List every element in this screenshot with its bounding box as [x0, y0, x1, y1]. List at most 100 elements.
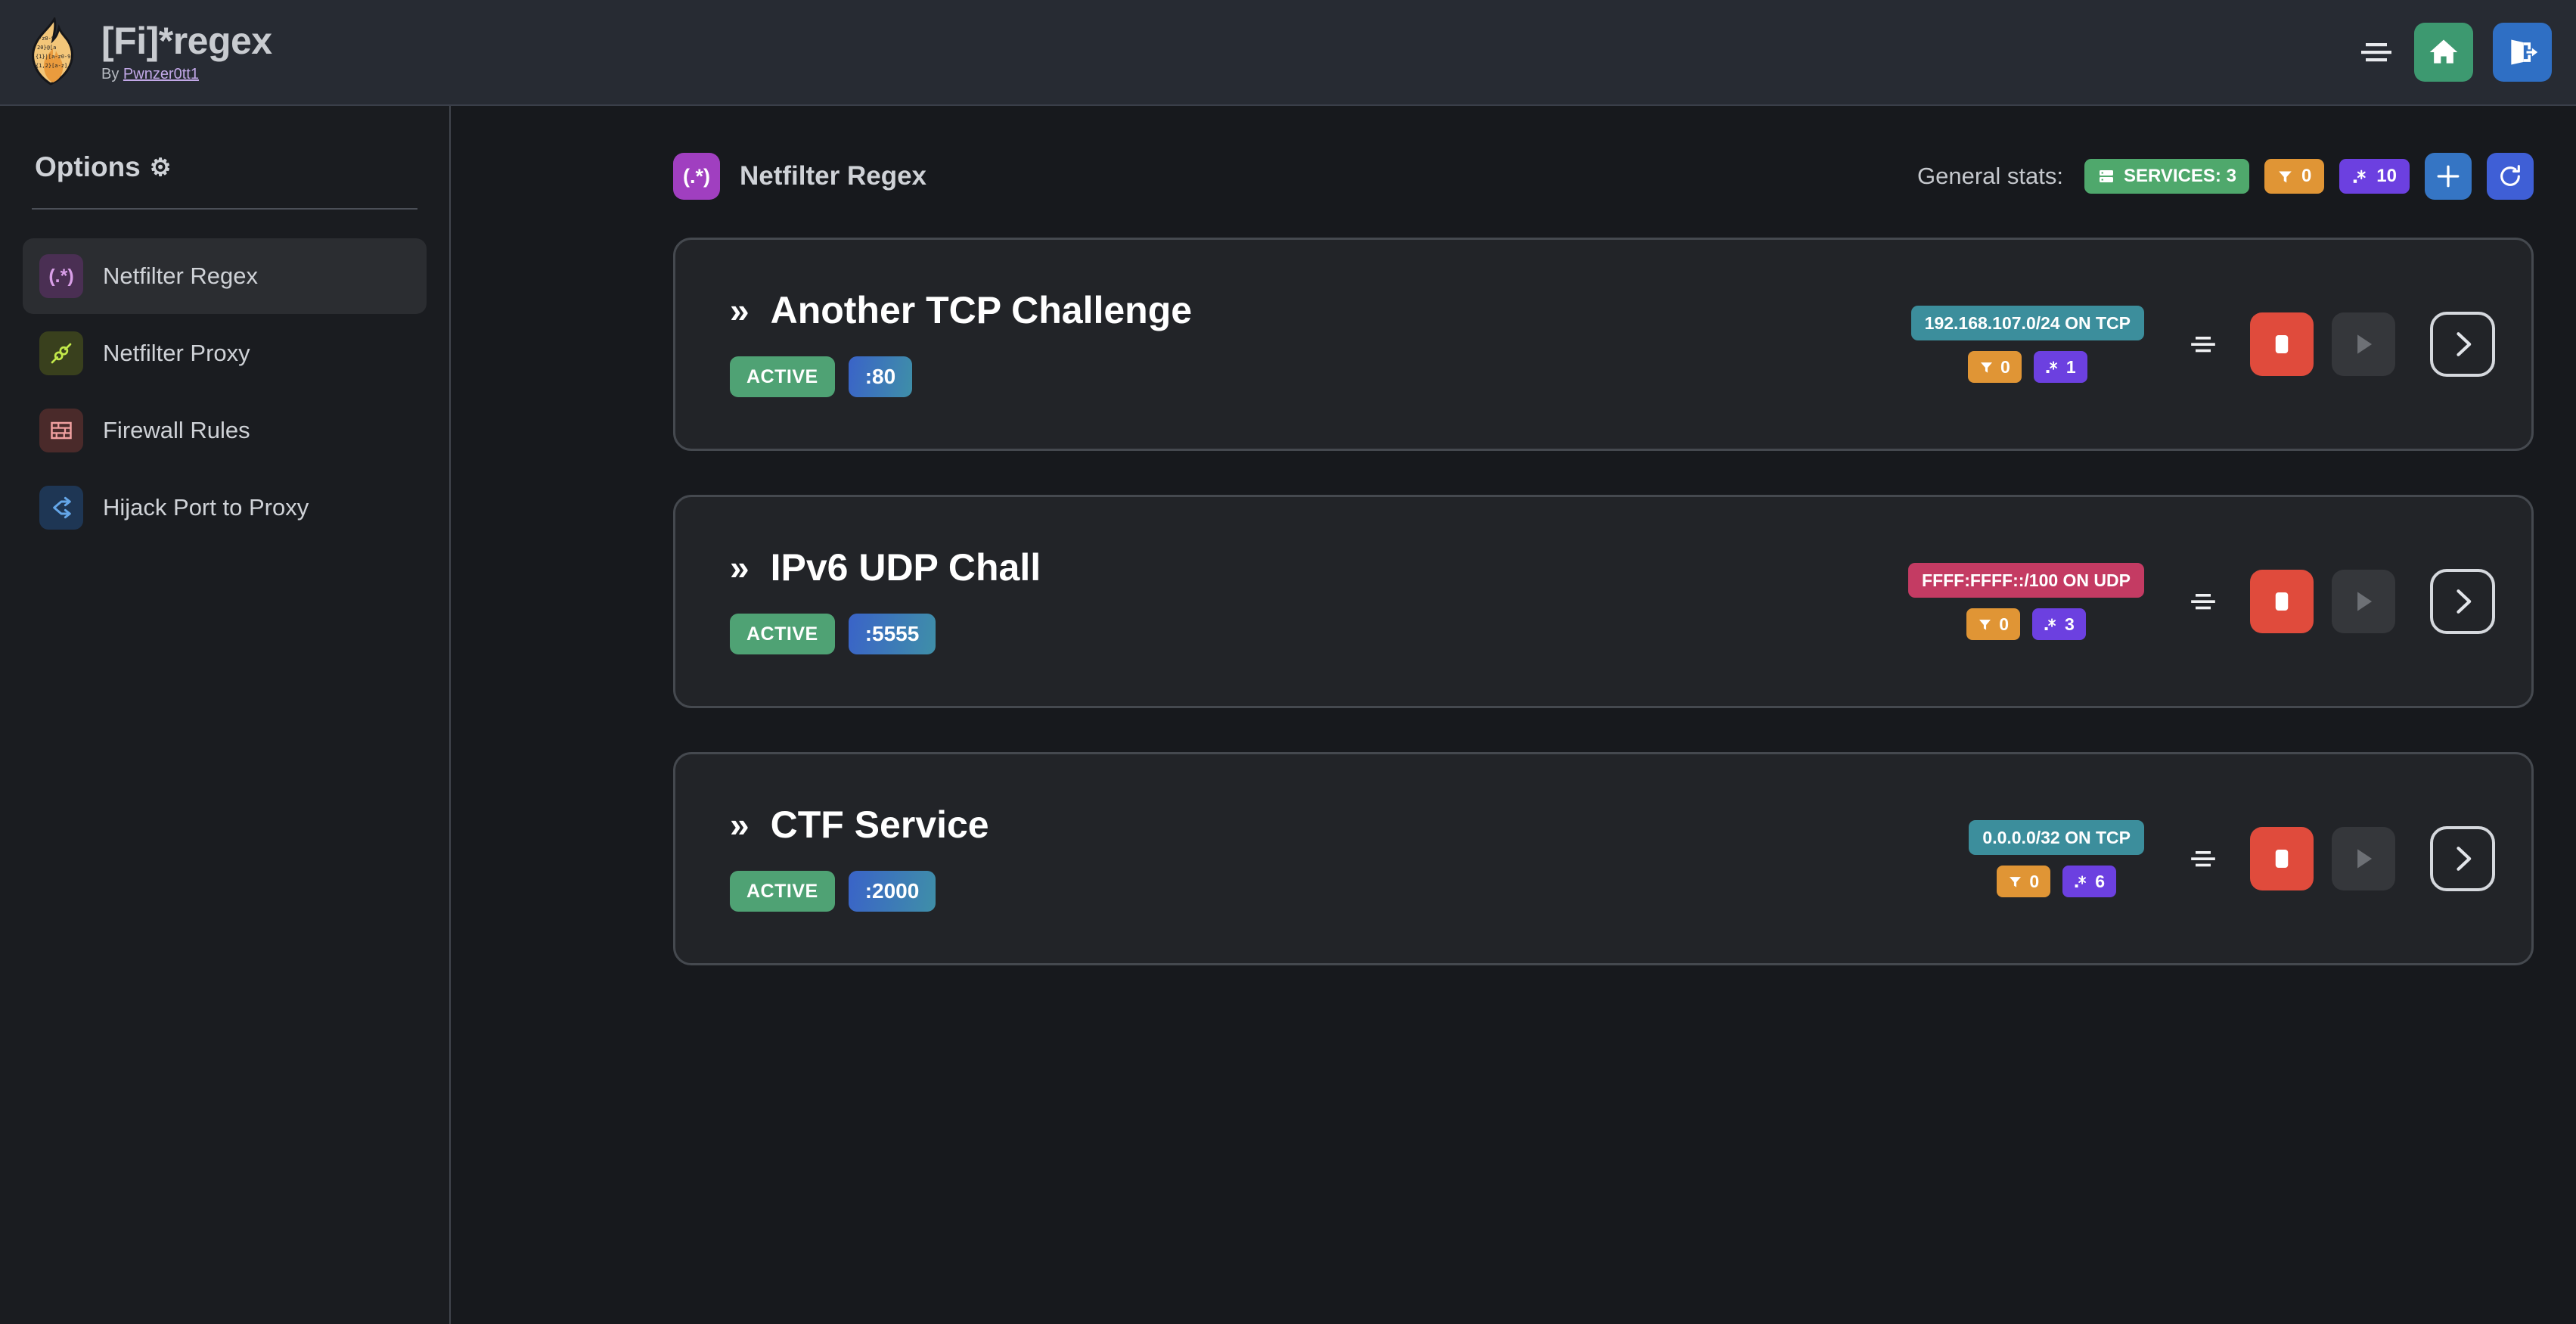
fork-route-glyph	[53, 496, 71, 519]
logout-button[interactable]	[2493, 23, 2552, 82]
play-icon	[2357, 592, 2373, 611]
network-badge: 192.168.107.0/24 ON TCP	[1910, 306, 2144, 340]
status-badge-regex: 1	[2033, 351, 2087, 383]
service-card[interactable]: » IPv6 UDP Chall ACTIVE :5555 FFFF:FFFF:…	[673, 495, 2534, 708]
status-badge: ACTIVE	[730, 871, 835, 912]
main-content: (.*) Netfilter Regex General stats: SERV…	[452, 106, 2576, 1324]
status-badge-regex: 3	[2032, 608, 2086, 640]
service-name: Another TCP Challenge	[770, 289, 1193, 331]
sidebar-item-label: Netfilter Proxy	[103, 340, 250, 366]
service-name: CTF Service	[770, 803, 989, 846]
service-card[interactable]: » CTF Service ACTIVE :2000 0.0.0.0/32 ON…	[673, 752, 2534, 965]
gear-icon: ⚙	[149, 154, 172, 181]
regex-icon-glyph: (.*)	[48, 265, 74, 287]
regex-dot-star-icon	[2046, 360, 2057, 373]
service-info: » CTF Service ACTIVE :2000	[730, 806, 989, 912]
plus-icon	[2437, 165, 2460, 188]
chevron-right-icon	[2457, 332, 2472, 356]
double-chevron-right-icon: »	[730, 291, 750, 330]
proxy-plug-icon	[39, 331, 83, 375]
open-service-button[interactable]	[2430, 569, 2495, 634]
stop-icon	[2275, 850, 2289, 868]
filter-count-label: 0	[2029, 871, 2040, 891]
funnel-icon	[1981, 362, 1993, 373]
refresh-button[interactable]	[2487, 153, 2534, 200]
align-center-glyph	[2191, 337, 2215, 353]
service-tags: ACTIVE :2000	[730, 871, 989, 912]
status-badge-regex: 10	[2339, 159, 2410, 194]
stop-icon	[2275, 335, 2289, 353]
network-badge: 0.0.0.0/32 ON TCP	[1969, 820, 2144, 855]
service-network-info: 192.168.107.0/24 ON TCP 0	[1910, 306, 2144, 383]
stop-button[interactable]	[2250, 312, 2314, 376]
service-name: IPv6 UDP Chall	[770, 546, 1041, 589]
general-stats-label: General stats:	[1917, 163, 2063, 189]
sidebar-item-netfilter-proxy[interactable]: Netfilter Proxy	[23, 315, 427, 391]
svg-text:-z0-9: -z0-9	[39, 36, 54, 42]
sidebar-heading: Options ⚙	[35, 151, 427, 183]
status-badge-filter: 0	[1997, 866, 2051, 897]
flame-regex-logo: -z0-920}@[a {1}|[a-z0-9]{1,2}[a-z]	[32, 17, 74, 85]
sidebar-item-firewall-rules[interactable]: Firewall Rules	[23, 393, 427, 468]
author-link[interactable]: Pwnzer0tt1	[123, 65, 199, 82]
proxy-plug-glyph	[51, 343, 72, 364]
play-icon	[2357, 334, 2373, 354]
by-prefix: By	[101, 65, 123, 82]
service-tags: ACTIVE :80	[730, 356, 1192, 397]
service-network-info: 0.0.0.0/32 ON TCP 0	[1969, 820, 2144, 897]
status-badge-filter: 0	[1968, 351, 2022, 383]
top-bar-actions	[2358, 23, 2552, 82]
play-icon	[2357, 849, 2373, 869]
network-sub-badges: 0 1	[1968, 351, 2087, 383]
stop-button[interactable]	[2250, 827, 2314, 890]
service-title: » IPv6 UDP Chall	[730, 549, 1041, 586]
status-badge: ACTIVE	[730, 614, 835, 654]
hamburger-menu-icon[interactable]	[2358, 34, 2394, 70]
home-icon	[2429, 39, 2458, 64]
service-card[interactable]: » Another TCP Challenge ACTIVE :80 192.1…	[673, 238, 2534, 451]
double-chevron-right-icon: »	[730, 548, 750, 587]
align-center-glyph	[2191, 594, 2215, 610]
play-button[interactable]	[2332, 570, 2395, 633]
network-sub-badges: 0 3	[1966, 608, 2086, 640]
sidebar-item-netfilter-regex[interactable]: (.*) Netfilter Regex	[23, 238, 427, 314]
regex-count-label: 3	[2065, 614, 2075, 634]
align-center-icon[interactable]	[2188, 329, 2218, 359]
stop-button[interactable]	[2250, 570, 2314, 633]
align-center-icon[interactable]	[2188, 844, 2218, 874]
service-tags: ACTIVE :5555	[730, 614, 1041, 654]
app-author: By Pwnzer0tt1	[101, 66, 272, 83]
align-center-icon[interactable]	[2188, 586, 2218, 617]
home-button[interactable]	[2414, 23, 2473, 82]
funnel-icon	[2010, 876, 2022, 887]
logout-icon	[2511, 39, 2538, 65]
sidebar-item-label: Netfilter Regex	[103, 263, 259, 289]
filter-count-label: 0	[2000, 356, 2010, 377]
status-badge: ACTIVE	[730, 356, 835, 397]
regex-dot-star-icon	[2354, 169, 2366, 183]
fork-route-icon	[39, 486, 83, 530]
svg-text:20}@[a: 20}@[a	[37, 45, 56, 51]
network-badge: FFFF:FFFF::/100 ON UDP	[1908, 563, 2144, 598]
port-badge: :2000	[848, 871, 936, 912]
regex-icon: (.*)	[39, 254, 83, 298]
status-badge-filter: 0	[1966, 608, 2020, 640]
add-service-button[interactable]	[2425, 153, 2472, 200]
page-title: Netfilter Regex	[740, 161, 927, 191]
filter-count-label: 0	[1999, 614, 2009, 634]
status-badge-filter: 0	[2264, 159, 2325, 194]
server-icon	[2099, 170, 2113, 182]
open-service-button[interactable]	[2430, 312, 2495, 377]
play-button[interactable]	[2332, 312, 2395, 376]
funnel-icon	[1979, 619, 1991, 630]
sidebar-item-hijack-port-to-proxy[interactable]: Hijack Port to Proxy	[23, 470, 427, 545]
sidebar-item-label: Hijack Port to Proxy	[103, 494, 309, 521]
align-center-glyph	[2191, 851, 2215, 867]
open-service-button[interactable]	[2430, 826, 2495, 891]
play-button[interactable]	[2332, 827, 2395, 890]
sidebar-item-label: Firewall Rules	[103, 417, 250, 443]
services-count-label: SERVICES: 3	[2123, 166, 2236, 186]
regex-count-label: 1	[2065, 356, 2076, 377]
service-network-info: FFFF:FFFF::/100 ON UDP 0	[1908, 563, 2144, 640]
